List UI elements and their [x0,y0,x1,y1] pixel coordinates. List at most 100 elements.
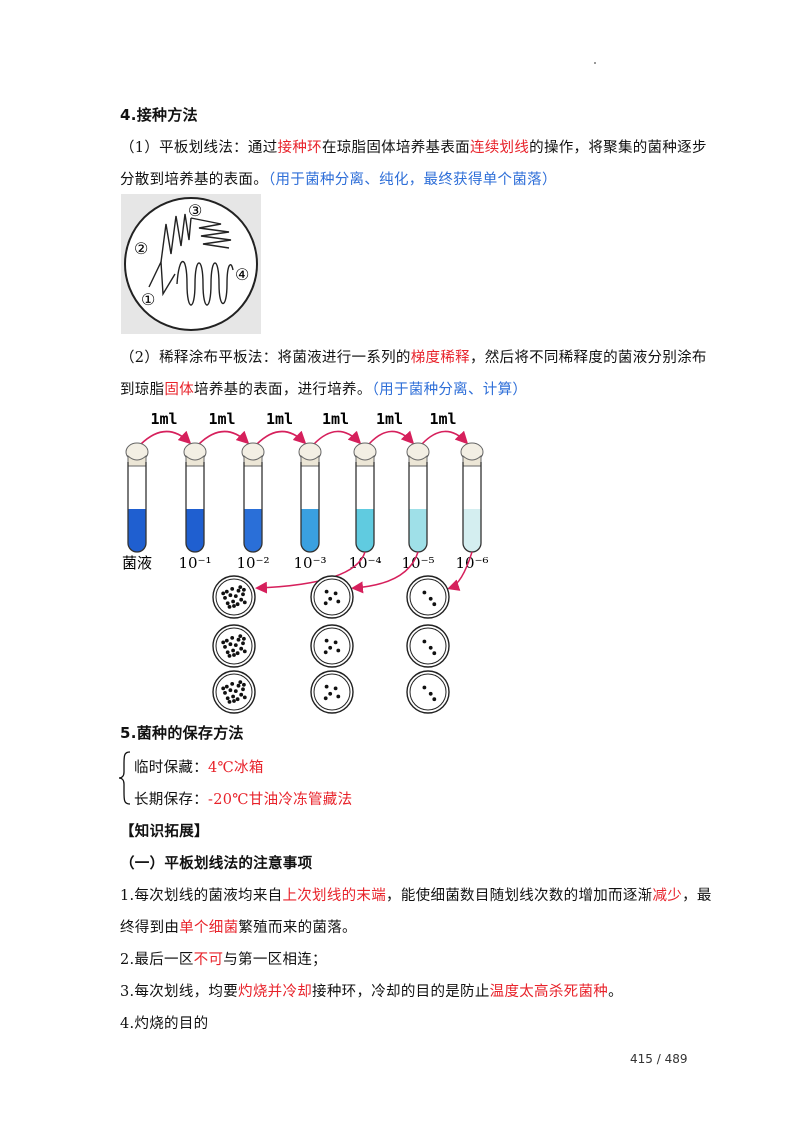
colony-dot [239,597,244,602]
streak-method-line-1: （1）平板划线法：通过接种环在琼脂固体培养基表面连续划线的操作，将聚集的菌种逐步 [120,140,707,156]
colony-dot [333,591,338,596]
colony-dot [236,588,241,593]
colony-dot [238,634,243,638]
dilution-label: 10⁻⁶ [455,554,488,572]
test-tube [353,442,377,553]
colony-dot [236,637,241,642]
colony-dot [422,685,427,690]
colony-plate [406,624,450,668]
transfer-volume-label: 1ml [376,410,403,428]
colony-dot [336,694,341,699]
test-tube [183,442,207,553]
colony-dot [333,640,338,645]
transfer-volume-label: 1ml [429,410,456,428]
curly-brace [118,751,131,805]
colony-dot [231,648,235,653]
note-1-line-2: 终得到由单个细菌繁殖而来的菌落。 [120,920,357,936]
colony-dot [235,651,240,656]
colony-dot [432,651,437,656]
colony-plate [212,670,256,714]
extension-heading: 【知识拓展】 [120,824,209,840]
colony-dot [328,645,333,650]
colony-dot [333,686,338,691]
dilution-label: 10⁻³ [293,554,326,572]
test-tube [241,442,265,553]
streak-zone-2 [160,213,192,263]
transfer-arrow [421,430,469,445]
page-number: 415 / 489 [630,1052,688,1066]
colony-dot [324,638,329,643]
colony-dot [224,638,229,643]
colony-dot [238,585,243,589]
colony-dot [223,645,227,649]
transfer-arrow [368,430,415,445]
colony-dot [233,643,238,647]
colony-dot [223,596,227,600]
colony-dot [235,697,240,702]
colony-dot [422,590,427,595]
transfer-volume-label: 1ml [322,410,349,428]
streak-zone-3 [190,217,232,249]
colony-dot [242,682,246,687]
section-5-heading: 5.菌种的保存方法 [120,724,244,742]
test-tube [406,442,430,553]
colony-dot [224,589,229,594]
colony-dot [242,636,246,641]
colony-plate [212,624,256,668]
transfer-volume-label: 1ml [150,410,177,428]
colony-plate [310,575,354,619]
extension-subheading: （一）平板划线法的注意事项 [120,856,313,872]
plating-arrow [447,551,473,591]
colony-dot [232,604,236,608]
colony-dot [323,650,328,655]
dilution-label: 10⁻² [236,554,269,572]
temporary-storage: 临时保藏：4℃冰箱 [134,760,264,776]
test-tubes [125,442,484,553]
transfer-arrow [313,430,362,445]
test-tube [298,442,322,553]
colony-dot [221,591,226,596]
colony-dot [328,691,333,696]
colony-dot [323,601,328,606]
spread-method-line-2: 到琼脂固体培养基的表面，进行培养。（用于菌种分离、计算） [120,382,528,398]
transfer-arrow [198,430,250,445]
colony-dot [242,695,247,700]
colony-dot [221,640,226,645]
colony-plate [310,670,354,714]
colony-plate [212,575,256,619]
colony-plate [406,670,450,714]
long-term-storage: 长期保存：-20℃甘油冷冻管藏法 [134,792,353,808]
streak-label-4: ④ [235,265,249,284]
colony-dot [238,680,243,684]
colony-dot [223,691,227,695]
colony-dot [328,596,333,601]
streak-label-1: ① [141,290,155,309]
dilution-label: 10⁻⁴ [348,554,381,572]
colony-dot [242,649,247,654]
colony-dot [242,587,246,592]
streak-zone-4 [176,261,234,306]
colony-dot [227,605,232,609]
colony-dot [432,602,437,607]
colony-plate [310,624,354,668]
streak-plate-figure: ① ② ③ ④ [121,194,261,334]
colony-plate [406,575,450,619]
colony-dot [336,599,341,604]
colony-dot [228,642,233,647]
colony-dot [231,599,235,604]
plating-arrow [351,551,419,594]
streak-label-2: ② [134,239,148,258]
colony-dot [225,601,230,606]
colony-dot [336,648,341,653]
colony-dot [221,686,226,691]
test-tube [125,442,149,553]
colony-dot [227,700,232,704]
colony-dot [242,600,247,605]
section-4-heading: 4.接种方法 [120,106,198,124]
transfer-arrows [140,430,469,445]
colony-dot [232,653,236,657]
transfer-arrow [256,430,307,445]
